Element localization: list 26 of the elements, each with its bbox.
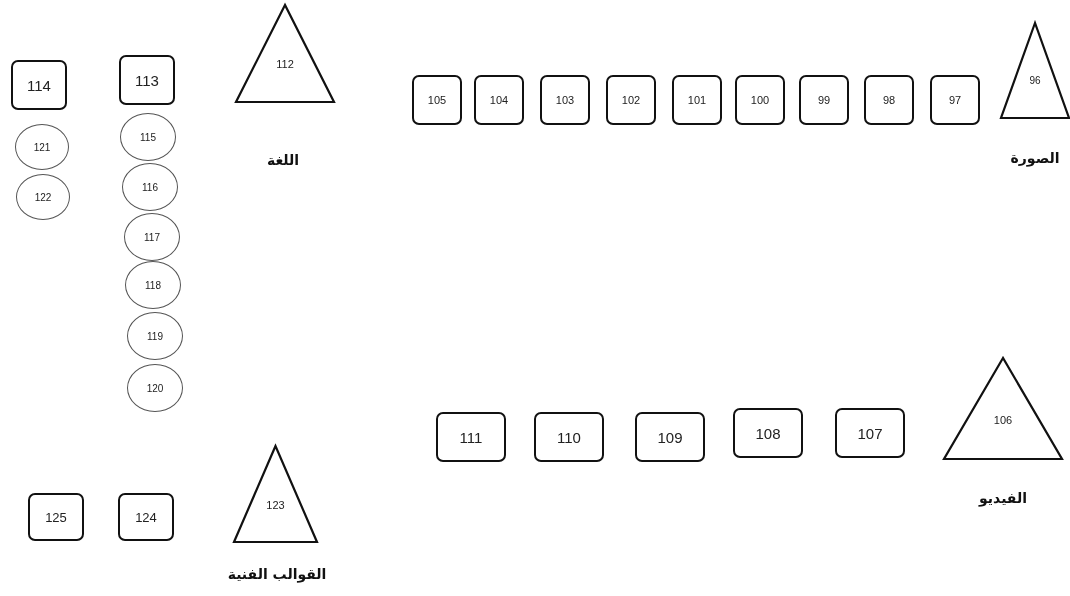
category-triangle: 96 [1000,22,1070,119]
number-box: 105 [412,75,462,125]
category-triangle: 112 [235,4,335,103]
category-label: الصورة [1010,150,1060,166]
number-box: 113 [119,55,175,105]
number-box: 125 [28,493,84,541]
number-box: 99 [799,75,849,125]
number-box: 102 [606,75,656,125]
number-box: 124 [118,493,174,541]
number-box: 104 [474,75,524,125]
number-box: 114 [11,60,67,110]
number-box: 98 [864,75,914,125]
category-label: الفيديو [979,490,1027,506]
category-triangle: 123 [233,445,318,543]
number-box: 111 [436,412,506,462]
category-label: اللغة [266,152,300,168]
number-box: 109 [635,412,705,462]
number-box: 100 [735,75,785,125]
number-box: 103 [540,75,590,125]
number-box: 101 [672,75,722,125]
category-label: القوالب الفنية [227,566,327,582]
number-box: 97 [930,75,980,125]
number-box: 108 [733,408,803,458]
number-box: 110 [534,412,604,462]
category-triangle: 106 [943,357,1063,460]
number-box: 107 [835,408,905,458]
